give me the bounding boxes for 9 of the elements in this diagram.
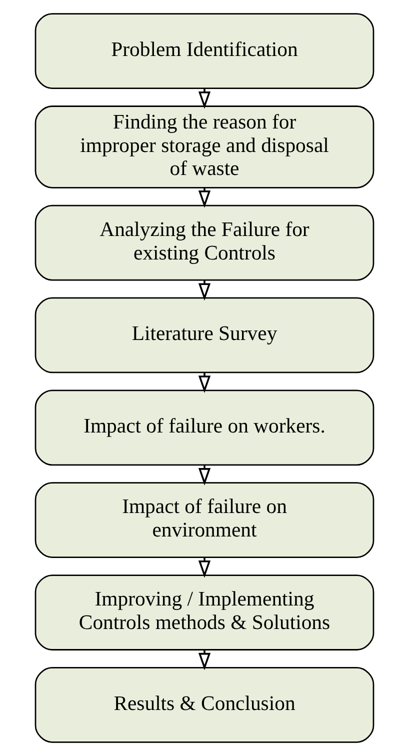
node-box: Impact of failure on workers. <box>34 390 374 466</box>
node-box: Impact of failure on environment <box>34 482 374 558</box>
node-box: Finding the reason for improper storage and disposal of waste <box>34 106 374 188</box>
node-box: Results & Conclusion <box>34 667 374 743</box>
node-box: Analyzing the Failure for existing Controls <box>34 204 374 281</box>
node-box: Problem Identification <box>34 13 374 89</box>
node-box: Literature Survey <box>34 297 374 374</box>
arrow <box>198 88 211 109</box>
node-box: Improving / Implementing Controls methods & Solutions <box>34 574 374 650</box>
